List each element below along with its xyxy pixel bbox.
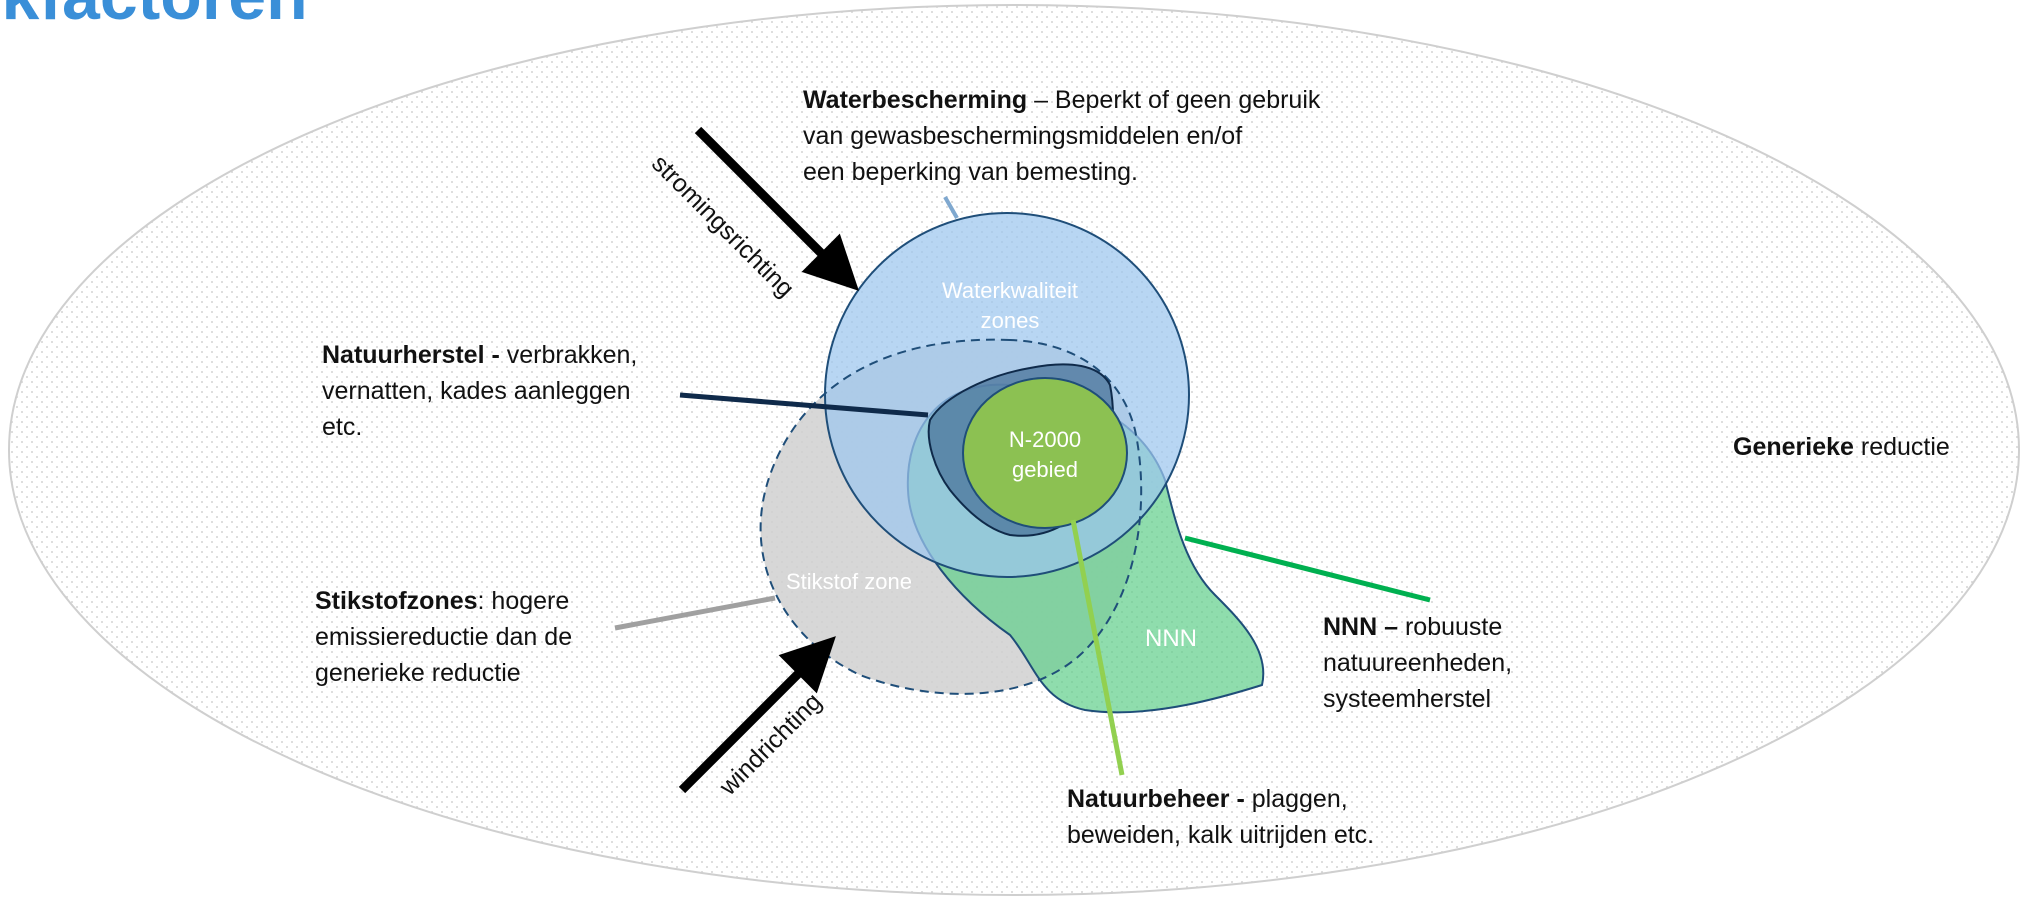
stikstofzones-title: Stikstofzones (315, 587, 478, 615)
natuurherstel-connector (679, 392, 929, 418)
generiek-text: reductie (1853, 433, 1950, 461)
waterkwaliteit-label-line2: zones (980, 308, 1040, 333)
natuurbeheer-label: Natuurbeheer - plaggen, beweiden, kalk u… (1067, 781, 1374, 853)
waterbescherming-connector (943, 196, 959, 219)
n2000-label: N-2000 gebied (985, 425, 1105, 485)
waterbescherming-line3: een beperking van bemesting. (803, 158, 1138, 186)
nnn-connector (1184, 535, 1431, 603)
waterbescherming-title: Waterbescherming (803, 86, 1028, 114)
natuurbeheer-connector (1070, 519, 1125, 776)
wind-arrow (678, 636, 836, 794)
stikstof-connector (614, 595, 776, 631)
natuurherstel-line2: vernatten, kades aanleggen (322, 377, 631, 405)
natuurbeheer-text: plaggen, (1244, 785, 1348, 813)
nnn-line2: natuureenheden, (1323, 649, 1513, 677)
stikstof-zone-label: Stikstof zone (786, 569, 912, 594)
n2000-label-line2: gebied (1011, 457, 1079, 482)
natuurherstel-label: Natuurherstel - verbrakken, vernatten, k… (322, 337, 637, 445)
stikstofzones-line2: emissiereductie dan de (315, 623, 573, 651)
page-title: ukfactoren (0, 0, 308, 30)
waterbescherming-text: – Beperkt of geen gebruik (1027, 86, 1321, 114)
nnn-line3: systeemherstel (1323, 685, 1492, 713)
natuurbeheer-title: Natuurbeheer - (1067, 785, 1245, 813)
natuurherstel-text: verbrakken, (499, 341, 638, 369)
nnn-label: NNN – robuuste natuureenheden, systeemhe… (1323, 609, 1512, 717)
nnn-text: robuuste (1398, 613, 1503, 641)
n2000-label-line1: N-2000 (1008, 427, 1082, 452)
generiek-title: Generieke (1733, 433, 1854, 461)
n2000-area (962, 377, 1128, 529)
waterkwaliteit-label-line1: Waterkwaliteit (941, 278, 1079, 303)
nnn-title: NNN – (1323, 613, 1399, 641)
generiek-label: Generieke reductie (1733, 429, 1950, 465)
stikstof-zone-border (759, 338, 1143, 695)
waterbescherming-line2: van gewasbeschermingsmiddelen en/of (803, 122, 1243, 150)
waterbescherming-label: Waterbescherming – Beperkt of geen gebru… (803, 82, 1320, 190)
stikstofzones-line3: generieke reductie (315, 659, 521, 687)
stroming-arrow (694, 126, 859, 291)
natuurherstel-line3: etc. (322, 413, 363, 441)
waterkwaliteit-zone-label: Waterkwaliteit zones (910, 276, 1110, 336)
natuurbeheer-line2: beweiden, kalk uitrijden etc. (1067, 821, 1375, 849)
nnn-zone-label: NNN (1145, 625, 1197, 652)
stikstofzones-text: : hogere (477, 587, 570, 615)
natuurherstel-title: Natuurherstel - (322, 341, 500, 369)
stikstofzones-label: Stikstofzones: hogere emissiereductie da… (315, 583, 572, 691)
